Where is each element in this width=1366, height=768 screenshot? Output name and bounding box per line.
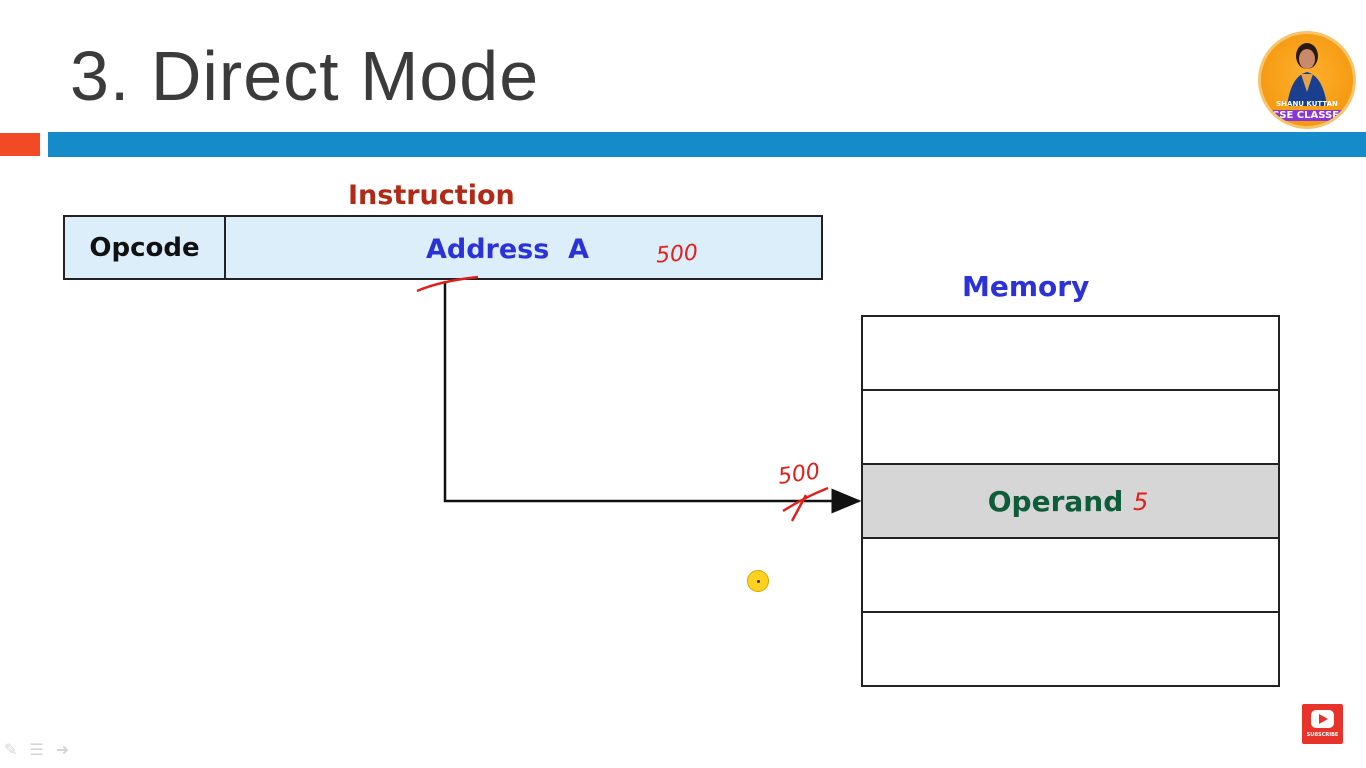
memory-cell [863, 539, 1278, 613]
slide-title: 3. Direct Mode [70, 37, 540, 115]
memory-cell-operand: Operand [863, 465, 1278, 539]
title-accent-bar-red [0, 133, 40, 156]
address-field: Address A [226, 217, 821, 278]
address-to-memory-arrow [443, 281, 862, 514]
channel-avatar: SHANU KUTTAN CSE CLASSES [1258, 31, 1356, 129]
memory-block: Operand [861, 315, 1280, 687]
presenter-portrait-icon [1287, 43, 1327, 106]
arrow-strike-annotation [782, 486, 829, 522]
subscribe-button[interactable]: SUBSCRIBE [1302, 704, 1343, 744]
subscribe-label: SUBSCRIBE [1306, 732, 1339, 738]
instruction-format-box: Opcode Address A [63, 215, 823, 280]
operand-value-annotation: 5 [1133, 488, 1149, 516]
menu-icon[interactable]: ☰ [29, 740, 44, 759]
operand-label: Operand [987, 484, 1124, 518]
memory-cell [863, 391, 1278, 465]
memory-label: Memory [962, 270, 1090, 303]
pen-icon[interactable]: ✎ [4, 740, 18, 759]
address-field-label: Address A [426, 234, 590, 265]
presentation-toolbar[interactable]: ✎ ☰ ➜ [4, 740, 69, 759]
opcode-field: Opcode [65, 217, 226, 278]
pointer-icon[interactable]: ➜ [55, 740, 70, 759]
memory-cell [863, 317, 1278, 391]
address-underline-annotation [416, 275, 479, 293]
channel-tag: CSE CLASSES [1271, 110, 1347, 121]
instruction-label: Instruction [348, 180, 515, 211]
youtube-play-icon [1311, 710, 1334, 728]
address-value-annotation: 500 [655, 240, 699, 269]
title-accent-bar-blue [48, 132, 1366, 157]
pointer-cursor-icon [747, 570, 769, 592]
channel-name: SHANU KUTTAN [1276, 100, 1338, 108]
